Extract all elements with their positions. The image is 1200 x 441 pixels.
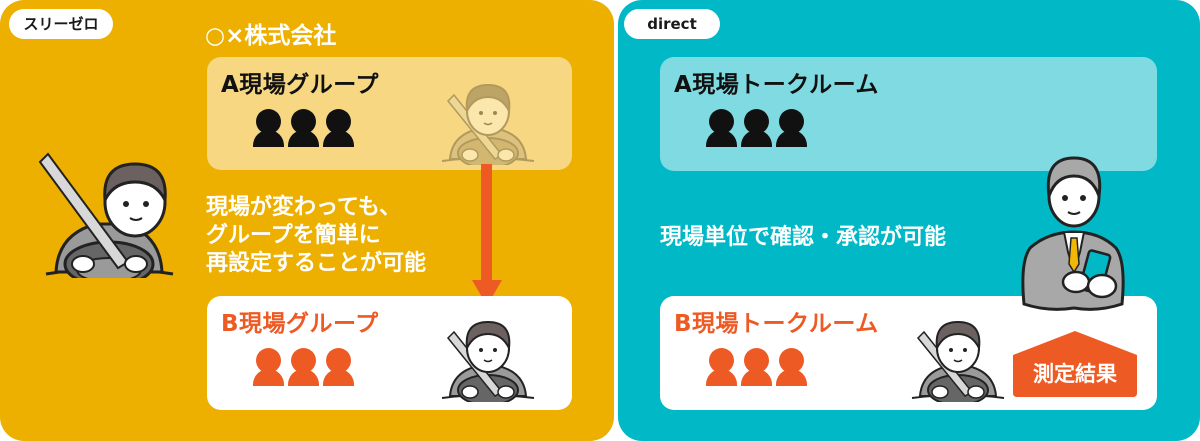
direct-panel: direct A現場トークルーム 現場単位で確認・承認が可能 B現場トークルーム <box>618 0 1200 441</box>
people-icon <box>253 109 354 147</box>
direct-tag: direct <box>624 9 720 39</box>
businessman-with-phone-icon <box>1018 152 1128 312</box>
threezero-tag: スリーゼロ <box>9 9 113 39</box>
group-b-box: B現場グループ <box>207 296 572 410</box>
room-b-box: B現場トークルーム 測定結果 <box>660 296 1157 410</box>
measurement-result-badge: 測定結果 <box>1013 331 1137 399</box>
people-icon <box>706 109 807 147</box>
room-a-box: A現場トークルーム <box>660 57 1157 171</box>
regroup-caption: 現場が変わっても、 グループを簡単に 再設定することが可能 <box>206 195 427 276</box>
driver-icon <box>440 316 536 402</box>
group-a-title: A現場グループ <box>221 72 379 98</box>
driver-icon <box>38 152 178 278</box>
threezero-panel: スリーゼロ ○×株式会社 A現場グループ <box>0 0 614 441</box>
group-a-box: A現場グループ <box>207 57 572 170</box>
people-icon <box>706 348 807 386</box>
room-a-title: A現場トークルーム <box>674 72 879 98</box>
room-b-title: B現場トークルーム <box>674 311 879 337</box>
people-icon <box>253 348 354 386</box>
driver-icon <box>440 79 536 165</box>
group-b-title: B現場グループ <box>221 311 379 337</box>
confirm-caption: 現場単位で確認・承認が可能 <box>660 225 947 250</box>
company-name: ○×株式会社 <box>205 23 337 49</box>
driver-icon <box>910 316 1006 402</box>
